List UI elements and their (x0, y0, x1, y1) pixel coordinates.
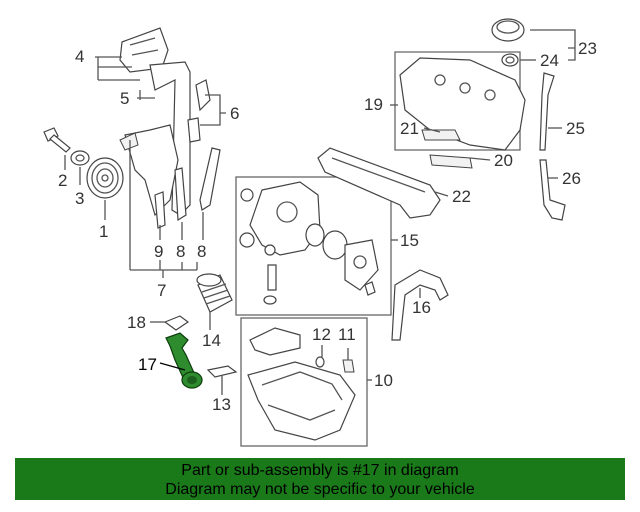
part-timing-cover-lower[interactable] (119, 124, 179, 217)
callout-8b: 8 (197, 242, 206, 261)
callout-7: 7 (157, 281, 166, 300)
group-box-15 (235, 176, 392, 316)
callout-12: 12 (312, 325, 331, 344)
callout-1: 1 (99, 222, 108, 241)
callout-22: 22 (452, 187, 471, 206)
part-gasket-8[interactable] (174, 147, 221, 222)
part-cover-6[interactable] (187, 79, 211, 143)
callout-14: 14 (202, 331, 221, 350)
callout-16: 16 (412, 298, 431, 317)
part-oil-filter-14[interactable] (196, 273, 233, 313)
part-rear-seal-16[interactable] (391, 269, 449, 341)
callout-labels: 4 5 6 2 3 1 9 8 8 7 18 14 17 13 12 11 10… (58, 39, 597, 414)
part-gasket-18[interactable] (163, 315, 190, 331)
callout-10: 10 (374, 371, 393, 390)
callout-5: 5 (120, 89, 129, 108)
callout-21: 21 (400, 119, 419, 138)
part-oil-pump[interactable] (239, 181, 379, 305)
callout-15: 15 (400, 231, 419, 250)
callout-6: 6 (230, 104, 239, 123)
callout-24: 24 (540, 51, 559, 70)
callout-18: 18 (127, 313, 146, 332)
part-gasket-22[interactable] (317, 147, 441, 219)
callout-3: 3 (75, 189, 84, 208)
callout-8a: 8 (176, 242, 185, 261)
callout-11: 11 (338, 325, 356, 344)
callout-19: 19 (364, 95, 383, 114)
callout-23: 23 (578, 39, 597, 58)
part-oil-pickup-17[interactable] (165, 332, 203, 389)
banner-line-2: Diagram may not be specific to your vehi… (165, 481, 475, 498)
callout-17: 17 (138, 355, 157, 374)
part-seal-24[interactable] (501, 53, 519, 67)
parts-diagram: 4 5 6 2 3 1 9 8 8 7 18 14 17 13 12 11 10… (43, 18, 597, 447)
group-box-10 (240, 317, 368, 447)
part-pulley-1[interactable] (86, 157, 124, 199)
part-valve-cover[interactable] (399, 57, 526, 169)
banner-line-1: Part or sub-assembly is #17 in diagram (181, 462, 459, 479)
part-oil-cap-23[interactable] (491, 18, 525, 42)
part-dipstick-25[interactable] (539, 72, 555, 151)
part-oil-pan[interactable] (247, 327, 356, 441)
callout-20: 20 (494, 151, 513, 170)
part-gasket-13[interactable] (206, 365, 238, 378)
callout-9: 9 (154, 242, 163, 261)
part-dipstick-tube-26[interactable] (539, 159, 566, 221)
callout-4: 4 (75, 47, 84, 66)
callout-26: 26 (562, 169, 581, 188)
part-bolt-2[interactable] (43, 127, 71, 153)
leader-lines (64, 29, 576, 395)
callout-13: 13 (212, 395, 231, 414)
callout-25: 25 (566, 119, 585, 138)
callout-2: 2 (58, 171, 67, 190)
group-box-19 (394, 51, 521, 151)
part-washer-3[interactable] (70, 150, 90, 166)
info-banner: Part or sub-assembly is #17 in diagram D… (15, 458, 625, 500)
part-seal-9[interactable] (154, 191, 166, 229)
